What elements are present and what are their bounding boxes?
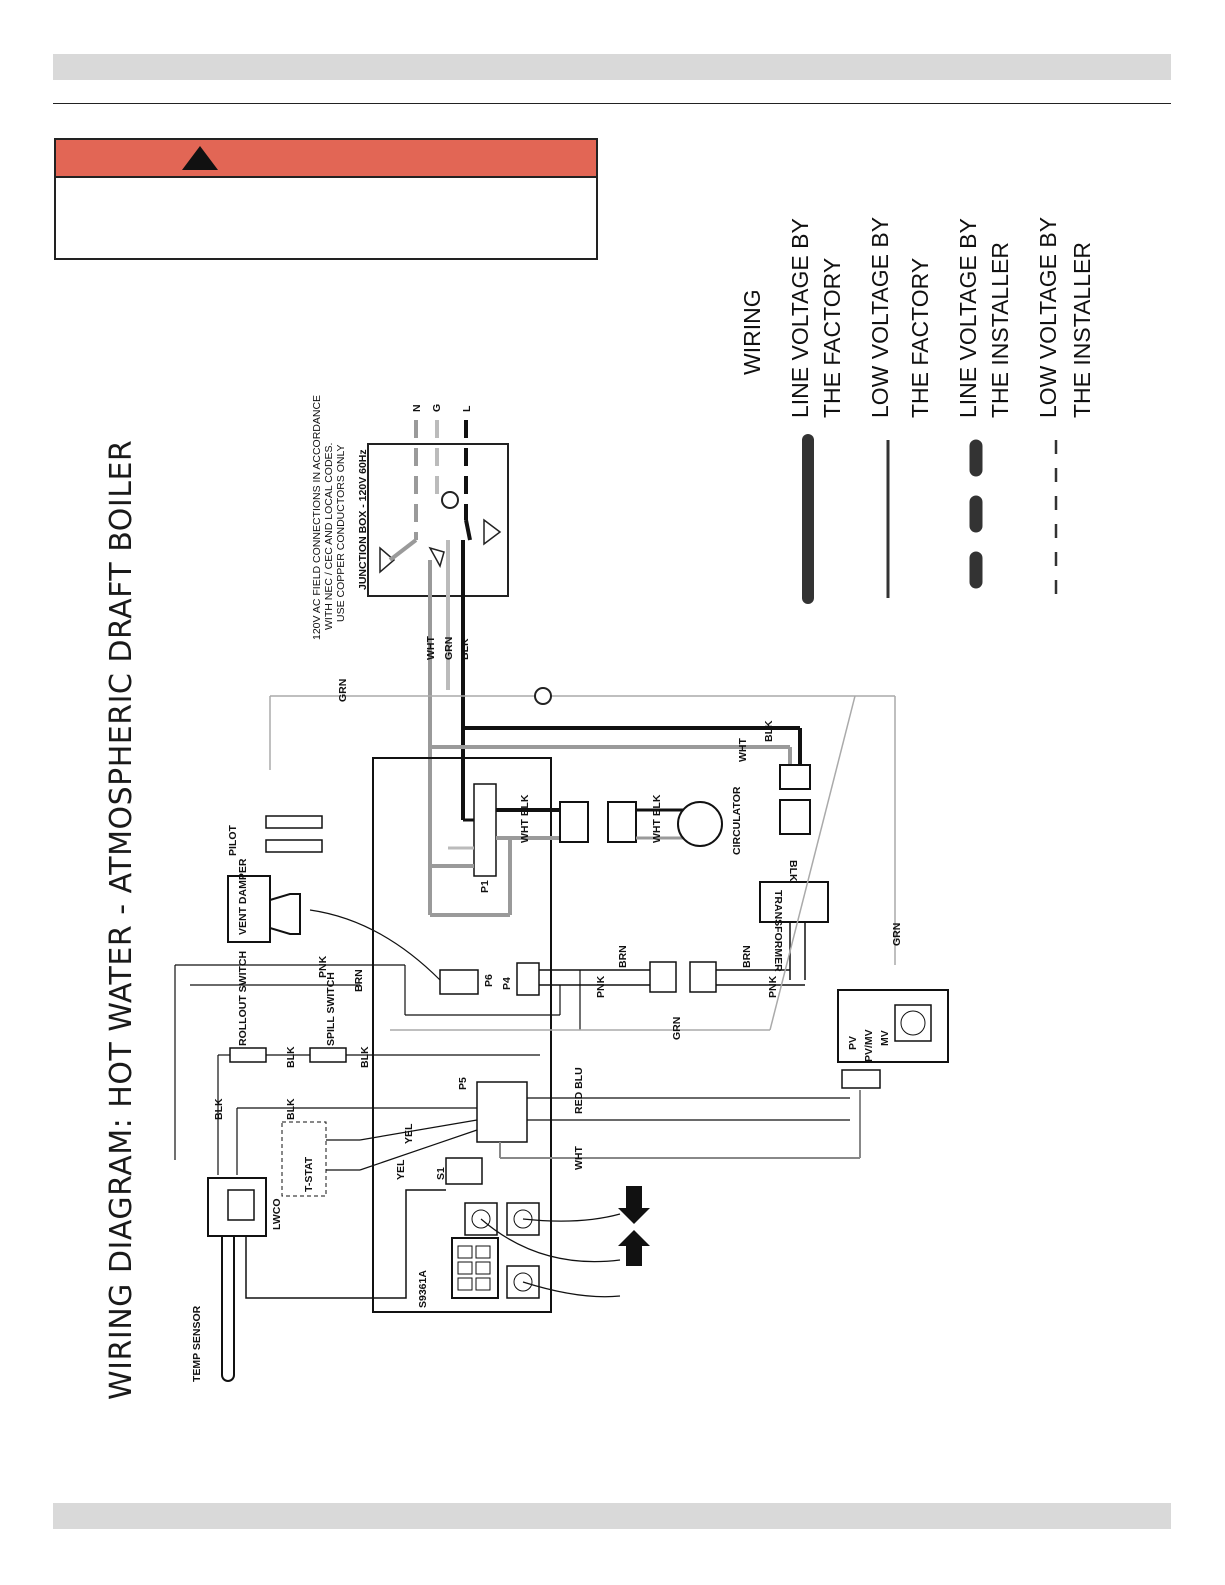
legend-item-4-line1: LOW VOLTAGE BY (1035, 217, 1061, 418)
circulator-label: CIRCULATOR (731, 786, 743, 855)
rollout-switch-label: ROLLOUT SWITCH (237, 951, 249, 1046)
tstat-label: T-STAT (303, 1156, 315, 1192)
wire-label-brn-p4: BRN (617, 945, 629, 968)
tstat-box (281, 1121, 327, 1197)
s1-label: S1 (435, 1167, 447, 1180)
terminal-g: G (431, 404, 443, 412)
wire-label-yel-2: YEL (395, 1159, 407, 1180)
wire-label-grn-right: GRN (891, 923, 903, 946)
rollout-switch-icon (229, 1047, 267, 1063)
gas-valve (837, 989, 949, 1063)
junction-box: 120V AC FIELD CONNECTIONS IN ACCORDANCE … (311, 395, 509, 640)
p5-label: P5 (457, 1077, 469, 1090)
wire-label-wht-blk-p1: WHT BLK (519, 794, 531, 843)
wire-label-grn-bottom: GRN (671, 1017, 683, 1040)
legend: WIRING LINE VOLTAGE BY THE FACTORY LOW V… (739, 217, 1095, 604)
wire-label-wht-p5: WHT (573, 1146, 585, 1170)
lwco-box (207, 1177, 267, 1237)
pilot-icon (265, 815, 323, 829)
vent-damper-label: VENT DAMPER (237, 858, 249, 935)
legend-item-1-line2: THE FACTORY (819, 258, 845, 418)
wire-label-brn-trans: BRN (741, 945, 753, 968)
junction-box-label: JUNCTION BOX - 120V 60Hz (357, 449, 369, 590)
junction-note-3: USE COPPER CONDUCTORS ONLY (335, 444, 347, 622)
p6-label: P6 (483, 974, 495, 987)
legend-item-3-line2: THE INSTALLER (987, 242, 1013, 418)
ground-screw-icon (441, 491, 459, 509)
terminal-n: N (411, 404, 423, 412)
wire-label-red-blu: RED BLU (573, 1067, 585, 1114)
transformer-box (759, 881, 829, 923)
button-1 (464, 1202, 498, 1236)
wire-label-pnk-trans: PNK (767, 975, 779, 998)
pilot-label: PILOT (227, 824, 239, 856)
wire-label-blk-lwco2: BLK (285, 1098, 297, 1120)
warning-triangle-icon (182, 146, 218, 170)
wire-label-wht-transformer: WHT (737, 738, 749, 762)
legend-item-3-line1: LINE VOLTAGE BY (955, 218, 981, 418)
legend-item-1-line1: LINE VOLTAGE BY (787, 218, 813, 418)
wire-label-yel-1: YEL (403, 1123, 415, 1144)
wire-label-pnk-left: PNK (317, 955, 329, 978)
wire-label-blk-transformer: BLK (763, 720, 775, 742)
vent-damper-box (227, 875, 271, 943)
circulator-icon (677, 801, 723, 847)
warning-box (54, 138, 598, 260)
valve-pv-label: PV (847, 1036, 859, 1050)
wire-label-blk-spill: BLK (359, 1046, 371, 1068)
bottom-bar (53, 1503, 1171, 1529)
button-2 (506, 1202, 540, 1236)
legend-item-4-line2: THE INSTALLER (1069, 242, 1095, 418)
warning-header (56, 140, 596, 178)
wire-label-blk: BLK (459, 638, 471, 660)
junction-note-2: WITH NEC / CEC AND LOCAL CODES. (323, 443, 335, 630)
lwco-label: LWCO (271, 1199, 283, 1231)
spill-switch-label: SPILL SWITCH (325, 972, 337, 1046)
transformer-label: TRANSFORMER (772, 890, 784, 972)
terminal-l: L (461, 405, 473, 412)
valve-mv-label: MV (879, 1030, 891, 1046)
wire-label-grn-top: GRN (337, 679, 349, 702)
control-board: S9361A P1 WHT BLK WHT BLK CIRCULATOR (174, 695, 949, 1382)
ground-icon (534, 687, 552, 705)
wire-label-wht-blk-circ: WHT BLK (651, 794, 663, 843)
arrow-up-icon (618, 1230, 650, 1266)
wire-label-blk-rollout: BLK (285, 1046, 297, 1068)
legend-item-2-line2: THE FACTORY (907, 258, 933, 418)
junction-note-1: 120V AC FIELD CONNECTIONS IN ACCORDANCE (311, 395, 323, 640)
p4-label: P4 (501, 977, 513, 990)
legend-heading: WIRING (739, 289, 765, 375)
arrow-down-icon (618, 1186, 650, 1224)
legend-item-2-line1: LOW VOLTAGE BY (867, 217, 893, 418)
display-window (451, 1237, 499, 1299)
temp-sensor-label: TEMP SENSOR (191, 1305, 203, 1382)
valve-pvmv-label: PV/MV (863, 1029, 875, 1062)
wire-label-grn: GRN (443, 637, 455, 660)
wire-label-blk-lwco: BLK (213, 1098, 225, 1120)
supply-wires: WHT GRN BLK GRN GRN BLK WHT (269, 540, 903, 965)
top-bar (53, 54, 1171, 80)
spill-switch-icon (309, 1047, 347, 1063)
wire-label-brn-left: BRN (353, 969, 365, 992)
header-rule (53, 103, 1171, 104)
p1-label: P1 (479, 880, 491, 893)
button-3 (506, 1265, 540, 1299)
wire-label-wht: WHT (425, 636, 437, 660)
controller-label: S9361A (417, 1270, 429, 1308)
wire-label-pnk-p4: PNK (595, 975, 607, 998)
